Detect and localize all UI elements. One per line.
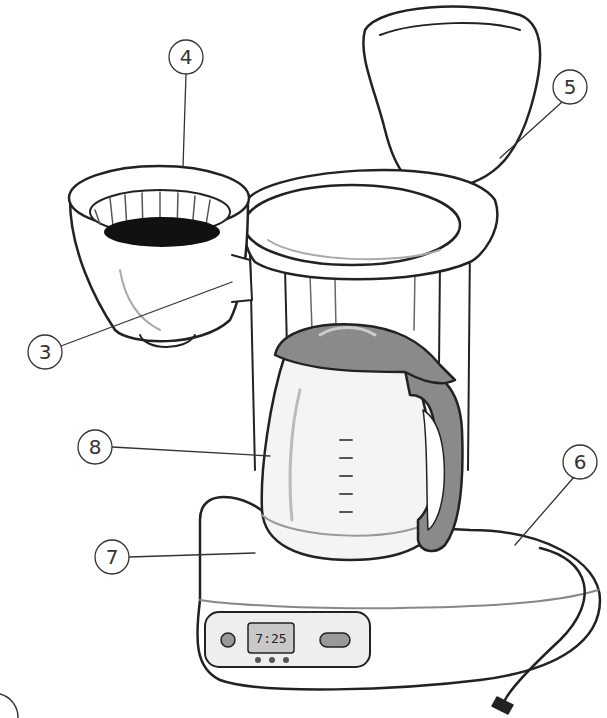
on-off-switch — [320, 633, 350, 647]
carafe-band — [262, 515, 440, 536]
clock-display: 7:25 — [255, 631, 286, 646]
callout-number: 6 — [574, 450, 587, 474]
lcd-display — [248, 623, 294, 653]
open-lid — [363, 7, 540, 191]
lid-inner — [380, 23, 520, 35]
set-buttons — [269, 657, 275, 663]
callout-circle — [95, 540, 129, 574]
reservoir-lid — [244, 185, 460, 265]
lid-shade — [268, 240, 440, 259]
leader-lines — [61, 74, 574, 557]
carafe-lid — [275, 324, 455, 383]
basket-spout — [140, 335, 195, 347]
ground-coffee — [104, 217, 220, 247]
brew-button — [221, 633, 235, 647]
set-buttons — [283, 657, 289, 663]
power-cord — [505, 548, 585, 700]
callout-circle — [78, 430, 112, 464]
set-buttons — [255, 657, 261, 663]
callout-circle — [553, 70, 587, 104]
lid-knob — [320, 328, 375, 336]
callout-number: 7 — [106, 545, 119, 569]
handle-opening — [423, 410, 444, 530]
callout-circle — [28, 335, 62, 369]
control-panel — [205, 612, 370, 667]
basket-handle — [232, 255, 252, 302]
callout-number: 8 — [89, 435, 102, 459]
carafe-marks — [340, 440, 352, 512]
callout-number: 5 — [564, 75, 577, 99]
carafe-highlight — [290, 390, 300, 520]
tower-ribs — [310, 272, 415, 330]
page-corner-circle — [0, 694, 18, 718]
carafe-handle — [405, 369, 462, 551]
callout-circle — [169, 40, 203, 74]
plug — [492, 697, 513, 714]
callout-circle — [563, 445, 597, 479]
reservoir-rim — [243, 170, 497, 279]
base-top — [200, 590, 598, 608]
callout-number: 4 — [180, 45, 193, 69]
callout-number: 3 — [39, 340, 52, 364]
